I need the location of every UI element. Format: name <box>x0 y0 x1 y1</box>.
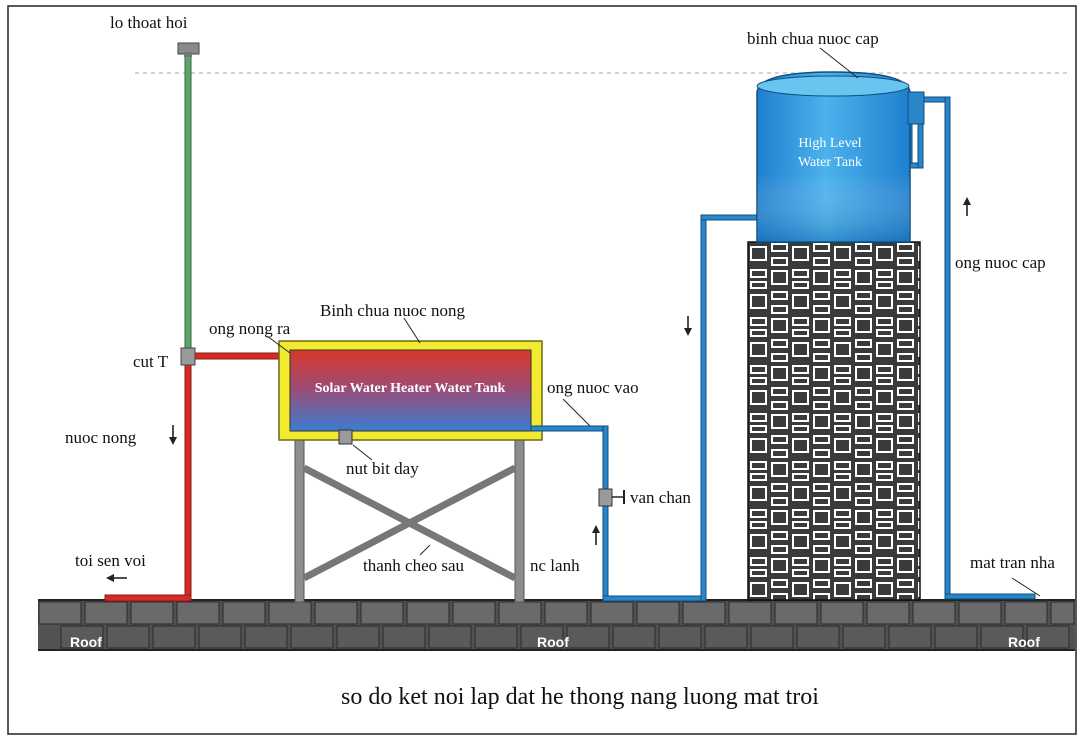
flow-arrows <box>106 197 971 582</box>
roof-tile <box>888 625 932 649</box>
roof-tile <box>382 625 426 649</box>
roof-tile <box>314 601 358 625</box>
vent-label: lo thoat hoi <box>110 13 188 32</box>
supply-pipe <box>906 96 1036 600</box>
roof-tile <box>130 601 174 625</box>
brick-tower <box>747 241 921 601</box>
cold-inlet-pipe <box>530 214 758 602</box>
valve-label: van chan <box>630 488 691 507</box>
leader-lines <box>266 47 1041 597</box>
brace-label: thanh cheo sau <box>363 556 465 575</box>
hot-out-pipe-label: ong nong ra <box>209 319 291 338</box>
bottom-plug-icon <box>338 429 353 445</box>
arrow-up-icon <box>592 525 600 545</box>
roof-tile <box>980 625 1024 649</box>
roof-tile <box>796 625 840 649</box>
roof-tile <box>60 625 104 649</box>
inlet-pipe-label: ong nuoc vao <box>547 378 639 397</box>
roof-tile <box>244 625 288 649</box>
roof-tile <box>866 601 910 625</box>
hot-water-label: nuoc nong <box>65 428 137 447</box>
high-level-water-tank <box>756 71 925 243</box>
roof-label-middle: Roof <box>537 634 569 650</box>
diagram-caption: so do ket noi lap dat he thong nang luon… <box>341 684 819 710</box>
arrow-left-icon <box>106 574 127 582</box>
roof-tile <box>84 601 128 625</box>
roof-tile <box>222 601 266 625</box>
roof-tile <box>1050 601 1075 625</box>
solar-tank-label: Solar Water Heater Water Tank <box>315 381 506 396</box>
roof-tile <box>498 601 542 625</box>
roof-label-right: Roof <box>1008 634 1040 650</box>
ceiling-label: mat tran nha <box>970 553 1055 572</box>
roof-tile <box>958 601 1002 625</box>
bottom-plug-label: nut bit day <box>346 459 419 478</box>
roof-tile <box>934 625 978 649</box>
roof-tile <box>176 601 220 625</box>
tee-fitting-icon <box>180 347 196 366</box>
roof-tile <box>842 625 886 649</box>
supply-pipe-label: ong nuoc cap <box>955 253 1046 272</box>
roof-tile <box>566 625 610 649</box>
valve-icon <box>598 488 625 507</box>
roof-tile <box>1004 601 1048 625</box>
roof-tile <box>474 625 518 649</box>
vent-pipe <box>177 42 200 357</box>
roof-tile <box>198 625 242 649</box>
roof-tile <box>912 601 956 625</box>
supply-tank-label: binh chua nuoc cap <box>747 29 879 48</box>
roof-tile <box>750 625 794 649</box>
roof-tile <box>452 601 496 625</box>
float-valve-icon <box>907 91 925 125</box>
roof-tile <box>636 601 680 625</box>
roof-tile <box>612 625 656 649</box>
roof-tile <box>774 601 818 625</box>
roof-tile <box>728 601 772 625</box>
roof-tile <box>658 625 702 649</box>
roof-tiles <box>38 601 1075 649</box>
roof-tile <box>152 625 196 649</box>
roof-tile <box>704 625 748 649</box>
roof <box>38 599 1075 651</box>
roof-tile <box>682 601 726 625</box>
roof-tile <box>520 625 564 649</box>
tee-label: cut T <box>133 352 169 371</box>
high-tank-label-line1: High Level <box>798 136 861 151</box>
roof-tile <box>336 625 380 649</box>
roof-tile <box>406 601 450 625</box>
arrow-down-icon <box>169 425 177 445</box>
roof-tile <box>360 601 404 625</box>
roof-tile <box>428 625 472 649</box>
hot-tank-label: Binh chua nuoc nong <box>320 301 465 320</box>
arrow-down-icon <box>684 316 692 336</box>
to-shower-label: toi sen voi <box>75 551 146 570</box>
roof-tile <box>590 601 634 625</box>
roof-label-left: Roof <box>70 634 102 650</box>
page-border <box>7 5 1077 735</box>
roof-tile <box>268 601 312 625</box>
tank-stand <box>294 439 525 603</box>
roof-tile <box>1026 625 1070 649</box>
roof-tile <box>106 625 150 649</box>
roof-tile <box>820 601 864 625</box>
roof-tile <box>38 601 82 625</box>
high-tank-label-line2: Water Tank <box>798 155 862 170</box>
roof-tile <box>290 625 334 649</box>
cold-water-label: nc lanh <box>530 556 580 575</box>
solar-water-tank <box>278 340 543 445</box>
arrow-up-icon <box>963 197 971 216</box>
roof-tile <box>544 601 588 625</box>
